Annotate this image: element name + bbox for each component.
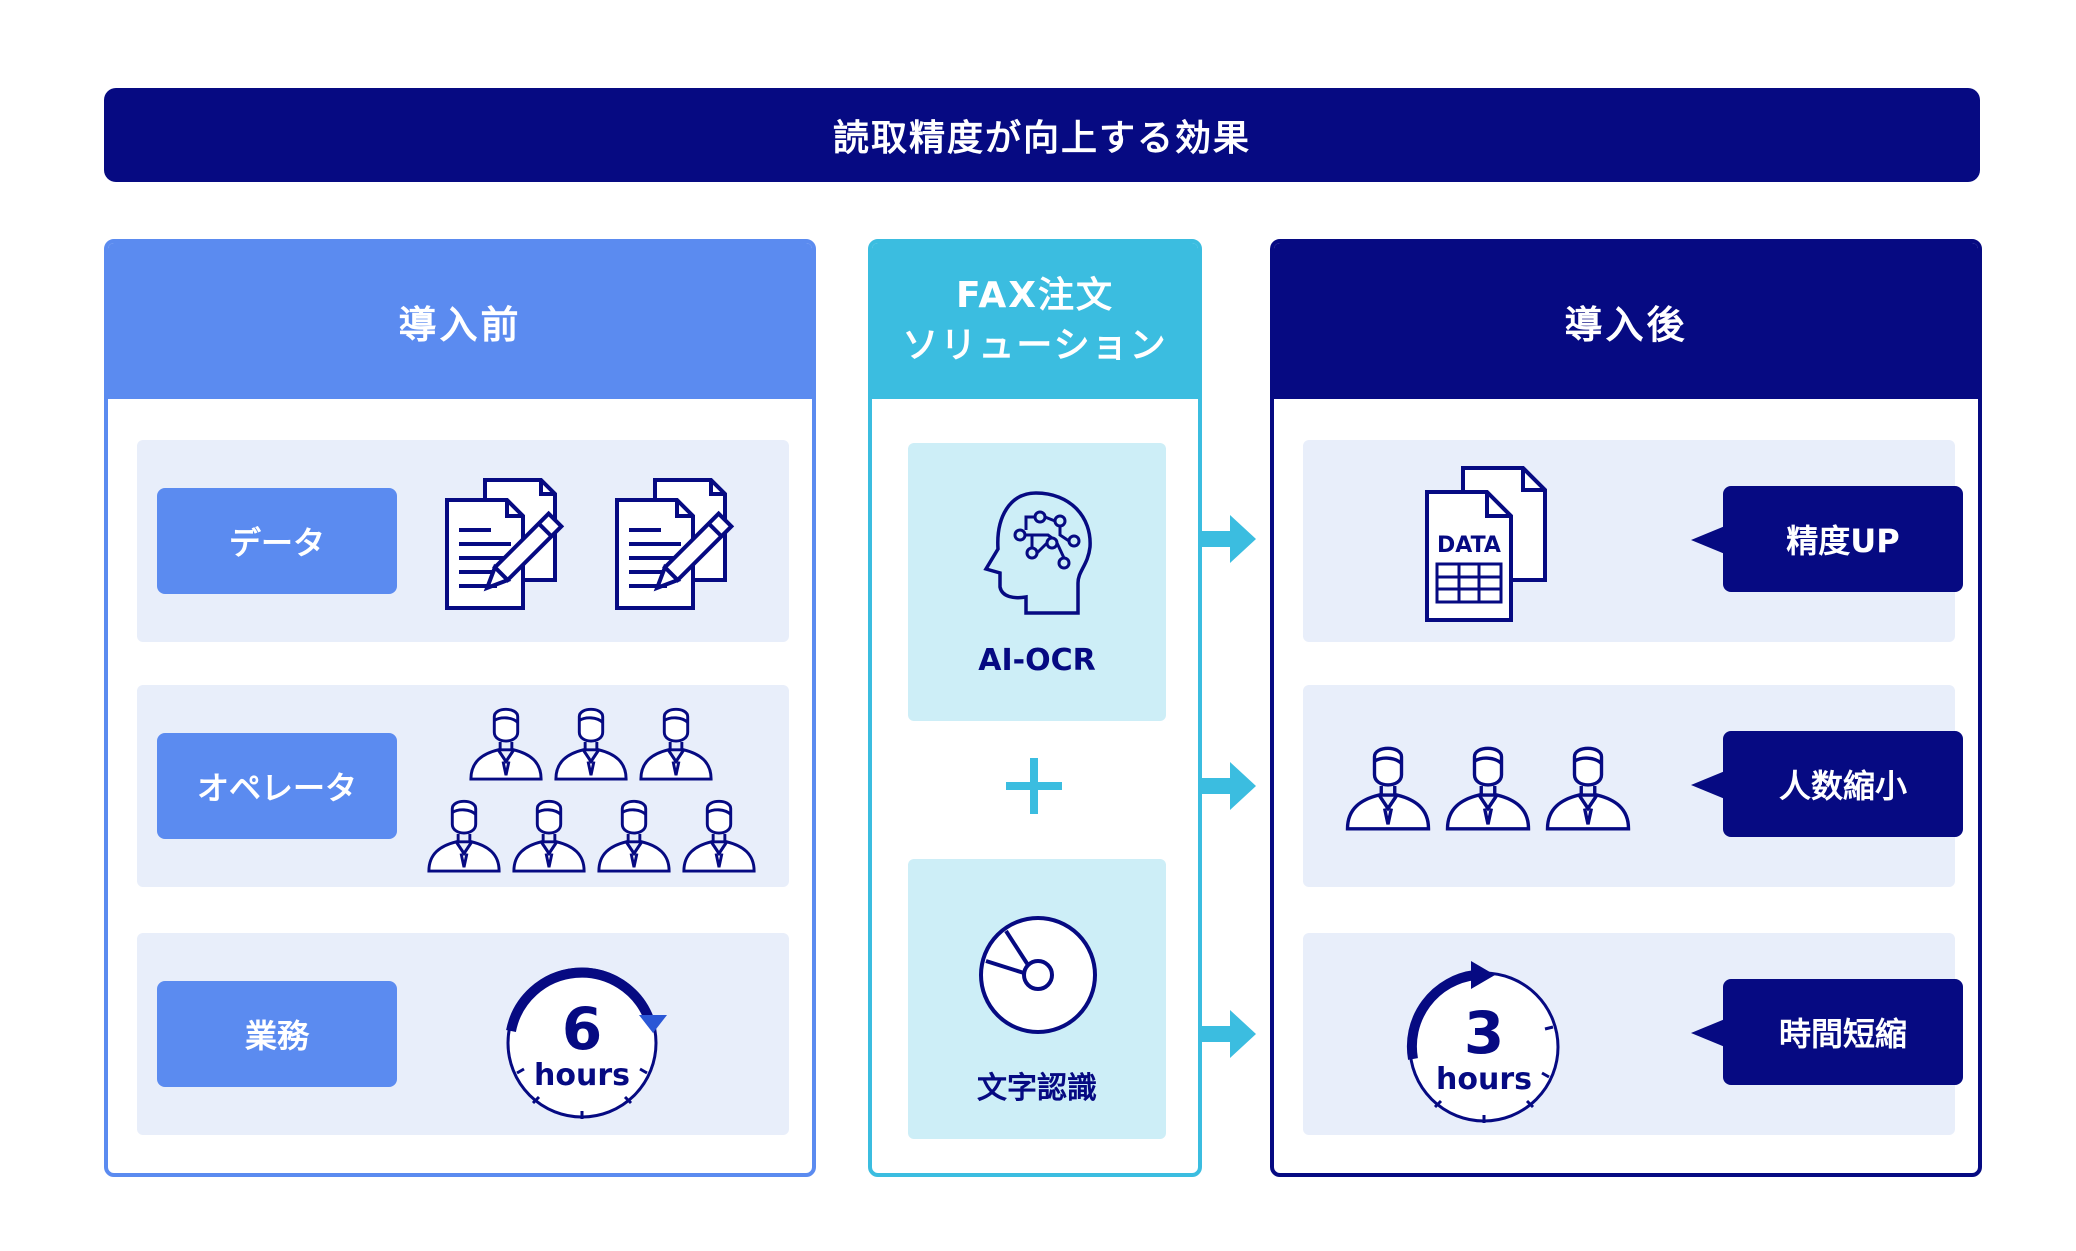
person-icon: [425, 795, 503, 873]
work-label: 業務: [157, 981, 397, 1087]
after-panel: 導入後 DATA 精度UP 人数縮小: [1270, 239, 1982, 1177]
data-document-icon: DATA: [1425, 466, 1547, 622]
after-row-time: 3 hours 時間短縮: [1303, 933, 1963, 1135]
time-reduction-badge: 時間短縮: [1691, 979, 1963, 1085]
page-title: 読取精度が向上する効果: [104, 88, 1980, 182]
after-row-operator: 人数縮小: [1303, 685, 1963, 887]
arrow-right-icon: [1200, 515, 1256, 563]
clock-icon: 3 hours: [1406, 961, 1560, 1123]
before-row-data: データ: [137, 440, 789, 642]
ai-ocr-label: AI-OCR: [978, 643, 1096, 678]
person-icon: [552, 703, 630, 781]
before-panel: 導入前 データ オペレータ 業務 6 hours: [104, 239, 816, 1177]
document-pen-icon: [607, 472, 757, 612]
person-icon: [1343, 741, 1433, 831]
ai-ocr-box: AI-OCR: [908, 443, 1166, 721]
scan-disc-icon: [979, 916, 1097, 1034]
plus-icon: [1006, 758, 1062, 814]
headcount-reduction-badge: 人数縮小: [1691, 731, 1963, 837]
solution-header: FAX注文 ソリューション: [872, 243, 1198, 399]
person-icon: [467, 703, 545, 781]
document-pen-icon: [437, 472, 587, 612]
clock-number: 6: [562, 995, 602, 1063]
char-recognition-label: 文字認識: [977, 1071, 1097, 1106]
person-icon: [637, 703, 715, 781]
arrow-right-icon: [1200, 762, 1256, 810]
accuracy-up-badge: 精度UP: [1691, 486, 1963, 592]
char-recognition-box: 文字認識: [908, 859, 1166, 1139]
arrow-right-icon: [1200, 1010, 1256, 1058]
person-icon: [595, 795, 673, 873]
person-icon: [1543, 741, 1633, 831]
operator-label: オペレータ: [157, 733, 397, 839]
clock-icon: 6 hours: [506, 967, 667, 1119]
ai-head-icon: [983, 491, 1092, 615]
data-label: データ: [157, 488, 397, 594]
clock-unit: hours: [1436, 1062, 1532, 1097]
clock-unit: hours: [534, 1058, 630, 1093]
before-row-operator: オペレータ: [137, 685, 789, 887]
after-row-accuracy: DATA 精度UP: [1303, 440, 1963, 642]
after-header: 導入後: [1274, 243, 1978, 399]
data-text: DATA: [1437, 533, 1501, 558]
before-row-work: 業務 6 hours: [137, 933, 789, 1135]
person-icon: [680, 795, 758, 873]
solution-panel: FAX注文 ソリューション AI-OCR 文字認識: [868, 239, 1202, 1177]
person-icon: [510, 795, 588, 873]
person-icon: [1443, 741, 1533, 831]
solution-header-line1: FAX注文: [955, 275, 1115, 316]
solution-header-line2: ソリューション: [902, 325, 1168, 366]
clock-number: 3: [1464, 999, 1504, 1067]
before-header: 導入前: [108, 243, 812, 399]
